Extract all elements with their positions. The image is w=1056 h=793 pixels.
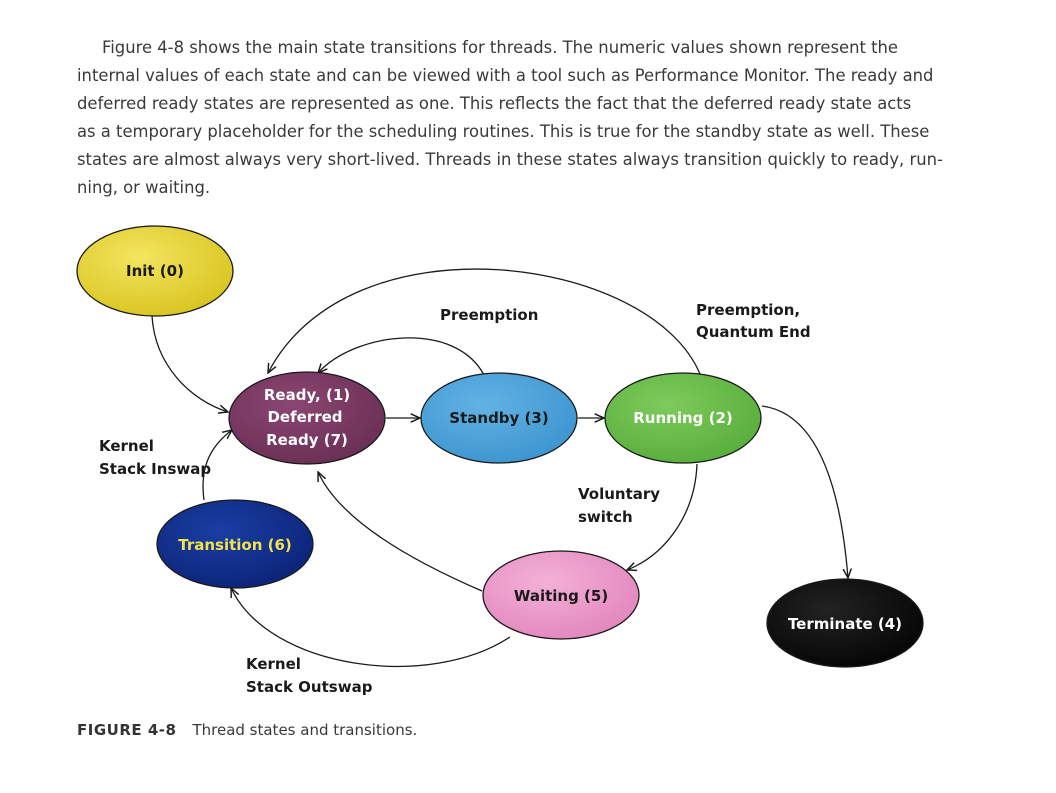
node-ready-shape [228, 371, 386, 465]
node-standby-label: Standby (3) [449, 409, 548, 427]
node-waiting: Waiting (5) [482, 550, 640, 640]
edge-running-to-terminate [761, 405, 848, 578]
figure-label: FIGURE 4-8 [77, 721, 177, 739]
edge-label-kernel-outswap-2: Stack Outswap [246, 678, 373, 696]
node-transition: Transition (6) [156, 499, 314, 589]
node-transition-shape [156, 499, 314, 589]
edge-standby-preemption-to-ready [318, 337, 485, 376]
figure-caption-text: Thread states and transitions. [192, 721, 418, 739]
paragraph-line: ning, or waiting. [77, 177, 211, 197]
node-init-label: Init (0) [126, 262, 184, 280]
edge-init-to-ready [151, 315, 228, 412]
edge-label-voluntary-switch-2: switch [578, 508, 633, 526]
paragraph-line: internal values of each state and can be… [77, 65, 934, 85]
node-terminate-label: Terminate (4) [788, 615, 902, 633]
edge-label-kernel-outswap-1: Kernel [246, 655, 301, 673]
node-ready: Ready, (1) Deferred Ready (7) [228, 371, 386, 465]
paragraph-line: as a temporary placeholder for the sched… [77, 121, 930, 141]
node-running-label: Running (2) [633, 409, 733, 427]
node-standby: Standby (3) [420, 372, 578, 464]
paragraph-line: Figure 4-8 shows the main state transiti… [102, 38, 899, 57]
edge-label-kernel-inswap-1: Kernel [99, 437, 154, 455]
edge-label-preemption: Preemption [440, 306, 538, 324]
node-terminate: Terminate (4) [766, 578, 924, 668]
edge-running-to-waiting [627, 463, 698, 570]
edge-transition-to-ready [202, 430, 232, 501]
figure-caption: FIGURE 4-8 Thread states and transitions. [77, 721, 417, 739]
node-ready-label-1: Ready, (1) [264, 386, 350, 404]
node-transition-label: Transition (6) [178, 536, 292, 554]
edge-waiting-to-ready [318, 472, 483, 592]
paragraph-line: deferred ready states are represented as… [77, 93, 912, 113]
node-standby-shape [420, 372, 578, 464]
node-init: Init (0) [76, 225, 234, 317]
body-paragraph: Figure 4-8 shows the main state transiti… [77, 34, 957, 201]
node-init-shape [76, 225, 234, 317]
node-ready-label-2: Deferred [267, 408, 342, 426]
node-waiting-shape [482, 550, 640, 640]
node-running: Running (2) [604, 372, 762, 464]
node-running-shape [604, 372, 762, 464]
node-terminate-shape [766, 578, 924, 668]
edge-label-preemption-quantum-1: Preemption, [696, 301, 800, 319]
edge-label-voluntary-switch-1: Voluntary [578, 485, 660, 503]
edge-label-preemption-quantum-2: Quantum End [696, 323, 811, 341]
edge-running-preemption-to-ready [268, 268, 701, 374]
edge-waiting-to-transition [231, 588, 511, 668]
node-waiting-label: Waiting (5) [514, 587, 608, 605]
edge-label-kernel-inswap-2: Stack Inswap [99, 460, 211, 478]
node-ready-label-3: Ready (7) [266, 431, 348, 449]
paragraph-line: states are almost always very short-live… [77, 149, 943, 169]
